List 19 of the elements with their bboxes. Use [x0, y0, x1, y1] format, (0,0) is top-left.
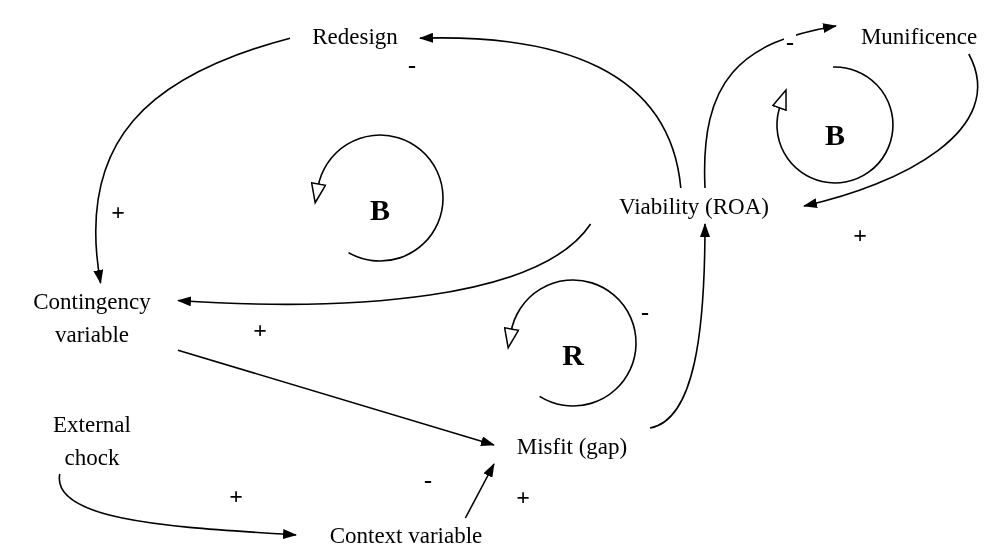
variable-label: Viability (ROA): [619, 192, 769, 221]
variable-label: Misfit (gap): [516, 432, 628, 461]
variable-label: External chock: [52, 411, 132, 472]
arrow: [464, 463, 495, 519]
loop-label: R: [562, 339, 584, 371]
variable-label: Context variable: [329, 521, 483, 550]
arrow: [803, 53, 979, 208]
loop-label: B: [825, 119, 845, 151]
arrow: [94, 37, 291, 284]
variable-label: Contingency variable: [32, 288, 152, 349]
arrow: [177, 349, 495, 446]
arrow: [703, 23, 837, 189]
arrow: [649, 223, 710, 429]
arrow: [177, 223, 592, 307]
arrow: [419, 33, 682, 189]
arrow: [58, 473, 297, 540]
variable-label: Munificence: [860, 22, 978, 51]
loop-label: B: [370, 194, 390, 226]
variable-label: Redesign: [312, 22, 398, 51]
